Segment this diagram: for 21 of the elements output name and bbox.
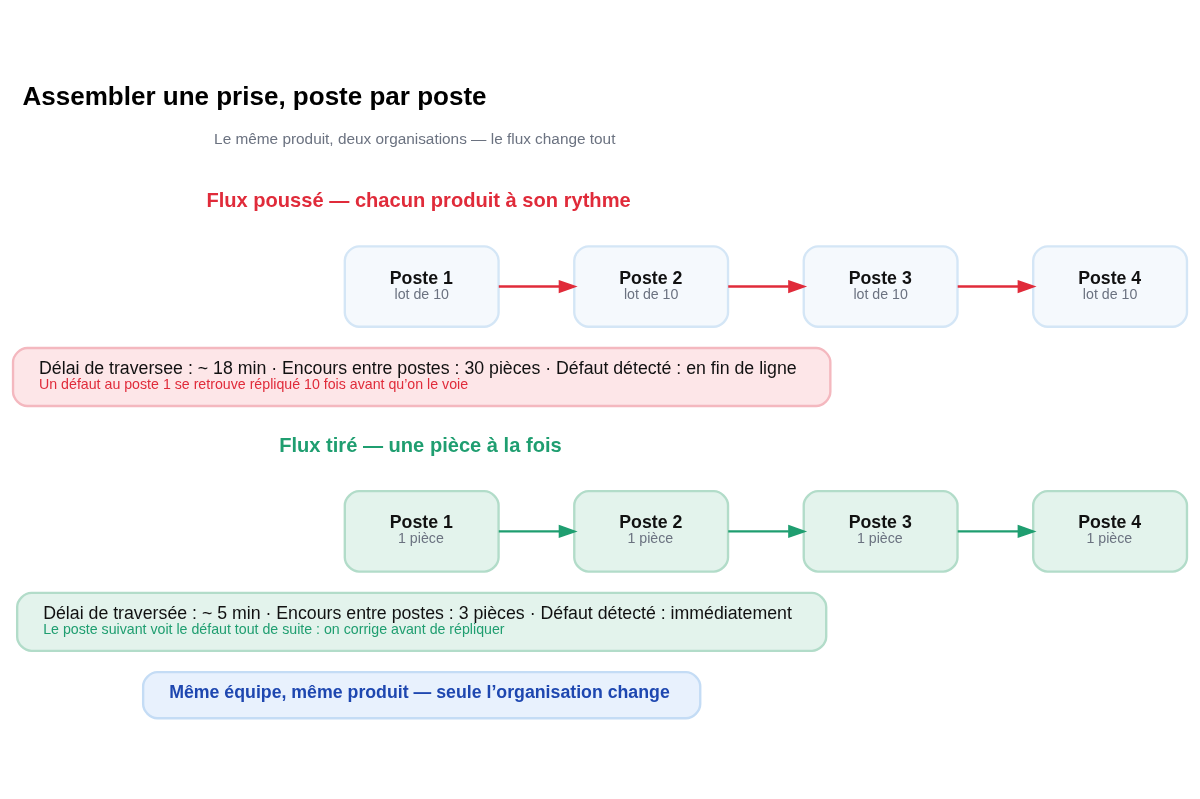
node-box: Poste 3 lot de 10 — [802, 245, 959, 328]
node-box: Délai de traversee : ~ 18 min · Encours entre postes : 30 pièces · Défaut détecté : en fin de ligne Un défaut au poste 1 se retrouve répliqué 10 fois avant qu’on le voie — [11, 346, 832, 408]
node-box: Poste 4 lot de 10 — [1032, 245, 1189, 328]
node-box: Même équipe, même produit — seule l’organisation change — [141, 670, 702, 720]
diagram-title: Assembler une prise, poste par poste — [22, 81, 487, 112]
arrow — [728, 524, 808, 539]
label: Le même produit, deux organisations — le flux change tout — [214, 129, 616, 147]
arrow — [728, 279, 808, 294]
arrow — [498, 279, 578, 294]
node-box: Poste 2 1 pièce — [573, 490, 730, 573]
arrow — [957, 524, 1037, 539]
node-box: Poste 2 lot de 10 — [573, 245, 730, 328]
node-box: Poste 4 1 pièce — [1032, 490, 1189, 573]
label: Flux poussé — chacun produit à son rythme — [206, 189, 631, 212]
node-box: Poste 3 1 pièce — [802, 490, 959, 573]
arrow — [498, 524, 578, 539]
node-box: Poste 1 lot de 10 — [343, 245, 500, 328]
label: Flux tiré — une pièce à la fois — [279, 434, 562, 457]
node-box: Poste 1 1 pièce — [343, 490, 500, 573]
node-box: Délai de traversée : ~ 5 min · Encours entre postes : 3 pièces · Défaut détecté : immédiatement Le poste suivant voit le défaut tout de suite : on corrige avant de répliquer — [16, 591, 828, 653]
arrow — [957, 279, 1037, 294]
